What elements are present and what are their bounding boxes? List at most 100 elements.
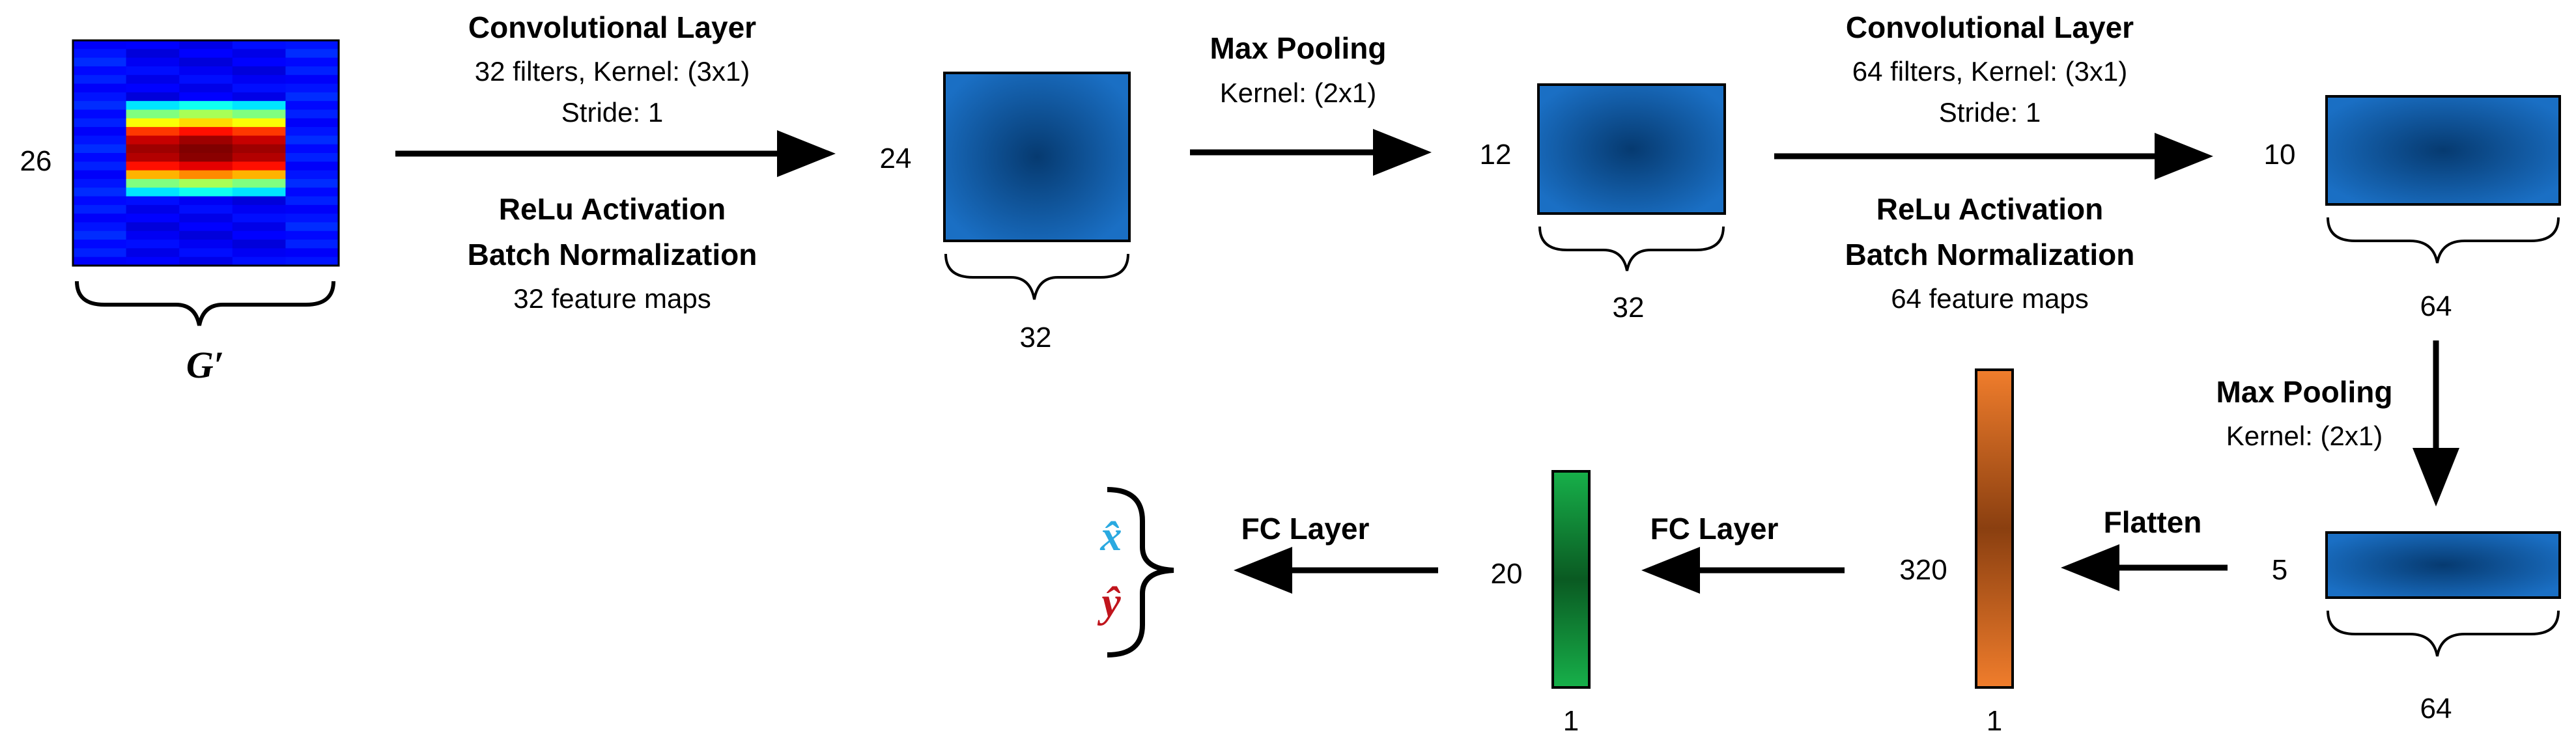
heatmap-cell — [73, 178, 127, 188]
heatmap-cell — [179, 135, 233, 145]
heatmap-cell — [179, 248, 233, 258]
heatmap-cell — [73, 144, 127, 154]
heatmap-cell — [73, 256, 127, 266]
fc-vector-320 — [1975, 368, 2014, 689]
heatmap-cell — [232, 75, 286, 85]
heatmap-cell — [126, 256, 180, 266]
heatmap-cell — [285, 66, 339, 76]
input-width-brace — [75, 281, 335, 326]
input-height-label: 26 — [20, 145, 52, 177]
heatmap-cell — [179, 92, 233, 102]
heatmap-cell — [73, 222, 127, 232]
heatmap-cell — [285, 49, 339, 59]
map3-height-label: 10 — [2264, 139, 2296, 171]
stage1-batchnorm: Batch Normalization — [468, 238, 757, 271]
heatmap-cell — [232, 240, 286, 249]
stage3-stride: Stride: 1 — [1939, 97, 2041, 128]
heatmap-cell — [285, 127, 339, 136]
heatmap-cell — [232, 161, 286, 171]
heatmap-cell — [285, 109, 339, 119]
stage1-filters: 32 filters, Kernel: (3x1) — [475, 56, 750, 87]
heatmap-cell — [232, 222, 286, 232]
heatmap-cell — [126, 187, 180, 197]
heatmap-cell — [285, 135, 339, 145]
stage7-title: FC Layer — [1241, 512, 1370, 546]
heatmap-cell — [126, 109, 180, 119]
heatmap-cell — [73, 57, 127, 67]
heatmap-cell — [126, 40, 180, 49]
heatmap-cell — [179, 118, 233, 128]
heatmap-cell — [179, 214, 233, 223]
heatmap-cell — [179, 204, 233, 214]
heatmap-cell — [126, 75, 180, 85]
heatmap-cell — [285, 118, 339, 128]
heatmap-cell — [232, 178, 286, 188]
stage1-title: Convolutional Layer — [468, 10, 756, 44]
heatmap-cell — [73, 109, 127, 119]
heatmap-cell — [179, 83, 233, 93]
heatmap-cell — [126, 83, 180, 93]
map3-width-label: 64 — [2420, 290, 2452, 322]
stage3-filters: 64 filters, Kernel: (3x1) — [1852, 56, 2128, 87]
vec1-height-label: 320 — [1899, 554, 1947, 586]
heatmap-cell — [285, 75, 339, 85]
heatmap-cell — [179, 256, 233, 266]
heatmap-cell — [73, 240, 127, 249]
input-heatmap-border — [72, 39, 340, 267]
heatmap-cell — [73, 153, 127, 162]
heatmap-cell — [126, 204, 180, 214]
heatmap-cell — [73, 118, 127, 128]
heatmap-cell — [232, 66, 286, 76]
stage4-kernel: Kernel: (2x1) — [2226, 421, 2383, 451]
feature-map-3 — [2325, 95, 2561, 206]
heatmap-cell — [285, 101, 339, 111]
heatmap-cell — [73, 49, 127, 59]
map1-height-label: 24 — [880, 143, 912, 174]
stage6-title: FC Layer — [1650, 512, 1779, 546]
heatmap-cell — [126, 222, 180, 232]
heatmap-cell — [126, 178, 180, 188]
heatmap-cell — [126, 240, 180, 249]
heatmap-cell — [179, 161, 233, 171]
vec2-width-label: 1 — [1563, 705, 1579, 737]
stage4-title: Max Pooling — [2216, 375, 2393, 409]
heatmap-cell — [285, 214, 339, 223]
heatmap-cell — [73, 170, 127, 180]
heatmap-cell — [232, 127, 286, 136]
heatmap-cell — [179, 240, 233, 249]
vec2-height-label: 20 — [1491, 558, 1523, 590]
heatmap-cell — [285, 204, 339, 214]
map1-width-brace — [944, 253, 1129, 300]
heatmap-cell — [285, 230, 339, 240]
heatmap-cell — [73, 161, 127, 171]
heatmap-cell — [232, 57, 286, 67]
heatmap-cell — [285, 222, 339, 232]
heatmap-cell — [126, 92, 180, 102]
heatmap-cell — [179, 109, 233, 119]
heatmap-cell — [179, 49, 233, 59]
heatmap-cell — [179, 101, 233, 111]
heatmap-cell — [179, 153, 233, 162]
heatmap-cell — [179, 178, 233, 188]
stage3-title: Convolutional Layer — [1846, 10, 2134, 44]
stage1-feature-maps: 32 feature maps — [513, 283, 711, 314]
heatmap-cell — [232, 101, 286, 111]
heatmap-cell — [232, 153, 286, 162]
heatmap-cell — [73, 204, 127, 214]
output-x-hat: x̂ — [1100, 512, 1122, 560]
heatmap-cell — [285, 170, 339, 180]
map4-height-label: 5 — [2272, 554, 2287, 586]
heatmap-cell — [232, 170, 286, 180]
heatmap-cell — [126, 170, 180, 180]
heatmap-cell — [232, 256, 286, 266]
stage1-stride: Stride: 1 — [561, 97, 663, 128]
feature-map-1 — [943, 72, 1131, 242]
heatmap-cell — [179, 144, 233, 154]
heatmap-cell — [285, 240, 339, 249]
heatmap-cell — [73, 66, 127, 76]
heatmap-cell — [232, 109, 286, 119]
heatmap-cell — [285, 178, 339, 188]
feature-map-4 — [2325, 531, 2561, 599]
heatmap-cell — [73, 40, 127, 49]
heatmap-cell — [179, 196, 233, 206]
